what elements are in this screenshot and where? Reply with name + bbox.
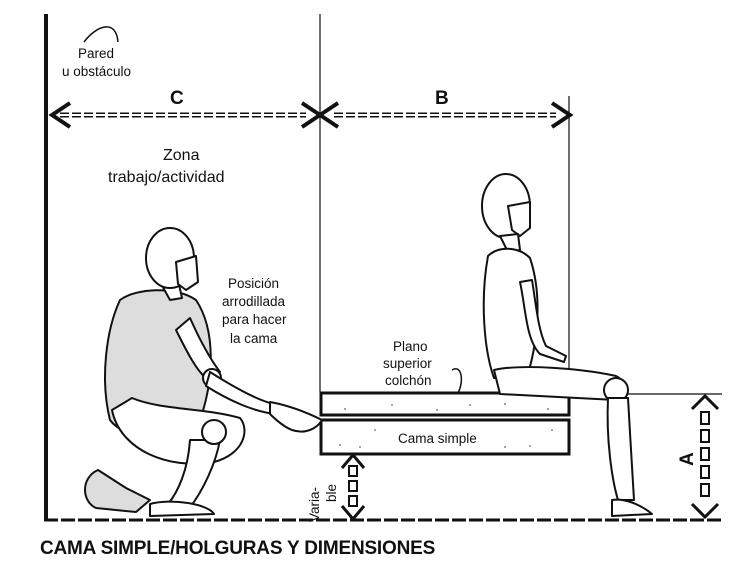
seated-neck — [499, 233, 521, 253]
dimension-a: A — [566, 393, 722, 520]
mattress-label-2: superior — [383, 356, 432, 371]
wall-leader — [83, 26, 119, 43]
mattress-label-1: Plano — [393, 339, 428, 354]
bed-base — [319, 418, 571, 456]
wall-label-2: u obstáculo — [62, 64, 131, 79]
bed-label: Cama simple — [398, 431, 477, 446]
seated-shin — [606, 397, 635, 501]
mattress-label-3: colchón — [385, 373, 432, 388]
kneel-label-4: la cama — [230, 331, 278, 346]
zone-label-1: Zona — [163, 147, 200, 164]
mattress — [319, 391, 571, 417]
mattress-leader — [451, 368, 463, 394]
dim-c-label: C — [170, 88, 184, 109]
variable-label-2: ble — [324, 484, 339, 502]
kneel-foot — [149, 500, 215, 517]
zone-label-2: trabajo/actividad — [108, 169, 225, 186]
kneel-label-1: Posición — [228, 276, 279, 291]
dim-b-label: B — [435, 88, 449, 109]
diagram-caption: CAMA SIMPLE/HOLGURAS Y DIMENSIONES — [40, 538, 436, 559]
dimension-b: B — [316, 88, 574, 129]
kneeling-figure — [84, 227, 323, 517]
kneel-arm-lower — [205, 371, 277, 415]
wall-label-1: Pared — [78, 46, 114, 61]
kneel-knee-joint — [201, 419, 227, 445]
kneel-visor — [175, 255, 199, 291]
seated-arm — [519, 279, 567, 363]
variable-label-1: Varia- — [307, 487, 322, 522]
kneel-label-3: para hacer — [222, 312, 287, 327]
seated-figure — [481, 173, 653, 517]
kneel-label-2: arrodillada — [222, 294, 286, 309]
dim-a-label: A — [677, 452, 698, 466]
bed: Cama simple — [319, 391, 571, 456]
kneel-back-leg — [84, 469, 151, 513]
dimension-c: C — [48, 88, 324, 129]
dimension-variable: Varia- ble — [307, 452, 366, 522]
seated-visor — [507, 201, 531, 237]
seated-foot — [611, 498, 653, 517]
kneel-hand — [269, 401, 323, 433]
